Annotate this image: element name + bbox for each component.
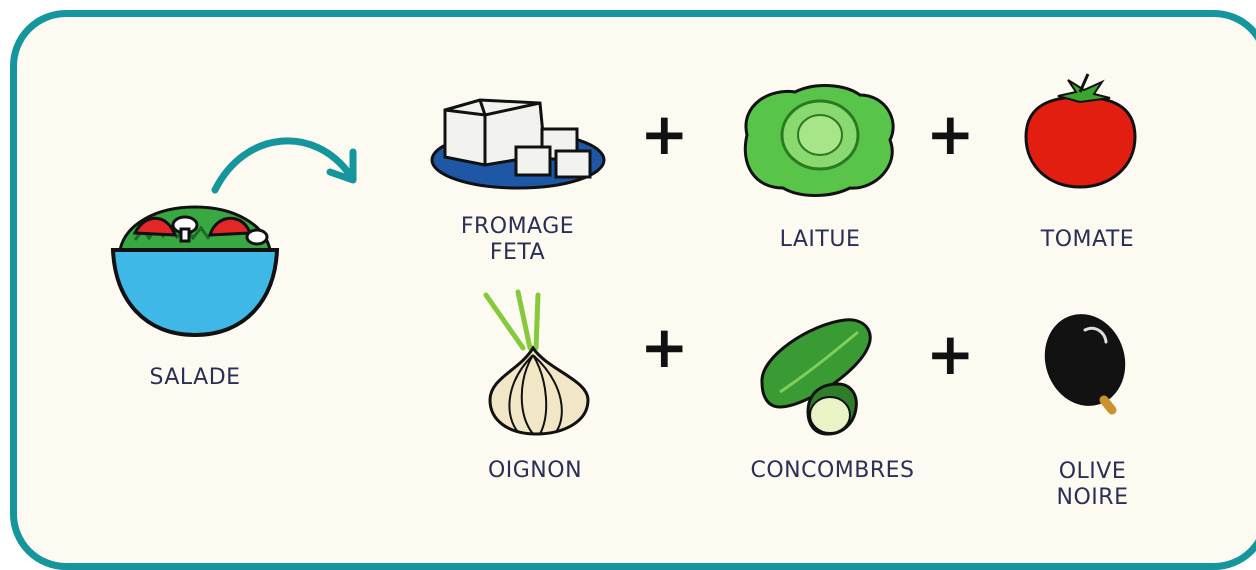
onion-icon <box>478 290 593 435</box>
plus-sign-3: + <box>640 318 689 376</box>
plus-sign-2: + <box>926 105 975 163</box>
ingredient-label-olive: OLIVE NOIRE <box>1025 459 1160 511</box>
lettuce-icon <box>735 80 900 200</box>
black-olive-icon <box>1040 310 1130 420</box>
ingredient-label-cucumber: CONCOMBRES <box>725 458 940 484</box>
ingredient-label-lettuce: LAITUE <box>735 227 905 253</box>
ingredient-label-onion: OIGNON <box>460 458 610 484</box>
curved-arrow-icon <box>205 130 365 200</box>
main-label: SALADE <box>115 365 275 391</box>
tomato-icon <box>1018 72 1143 192</box>
ingredient-label-tomato: TOMATE <box>1010 227 1165 253</box>
salad-bowl-icon <box>105 195 285 345</box>
ingredient-label-feta: FROMAGE FETA <box>430 214 605 266</box>
plus-sign-4: + <box>926 325 975 383</box>
plus-sign-1: + <box>640 105 689 163</box>
feta-cheese-icon <box>430 95 610 195</box>
cucumber-icon <box>750 312 880 437</box>
